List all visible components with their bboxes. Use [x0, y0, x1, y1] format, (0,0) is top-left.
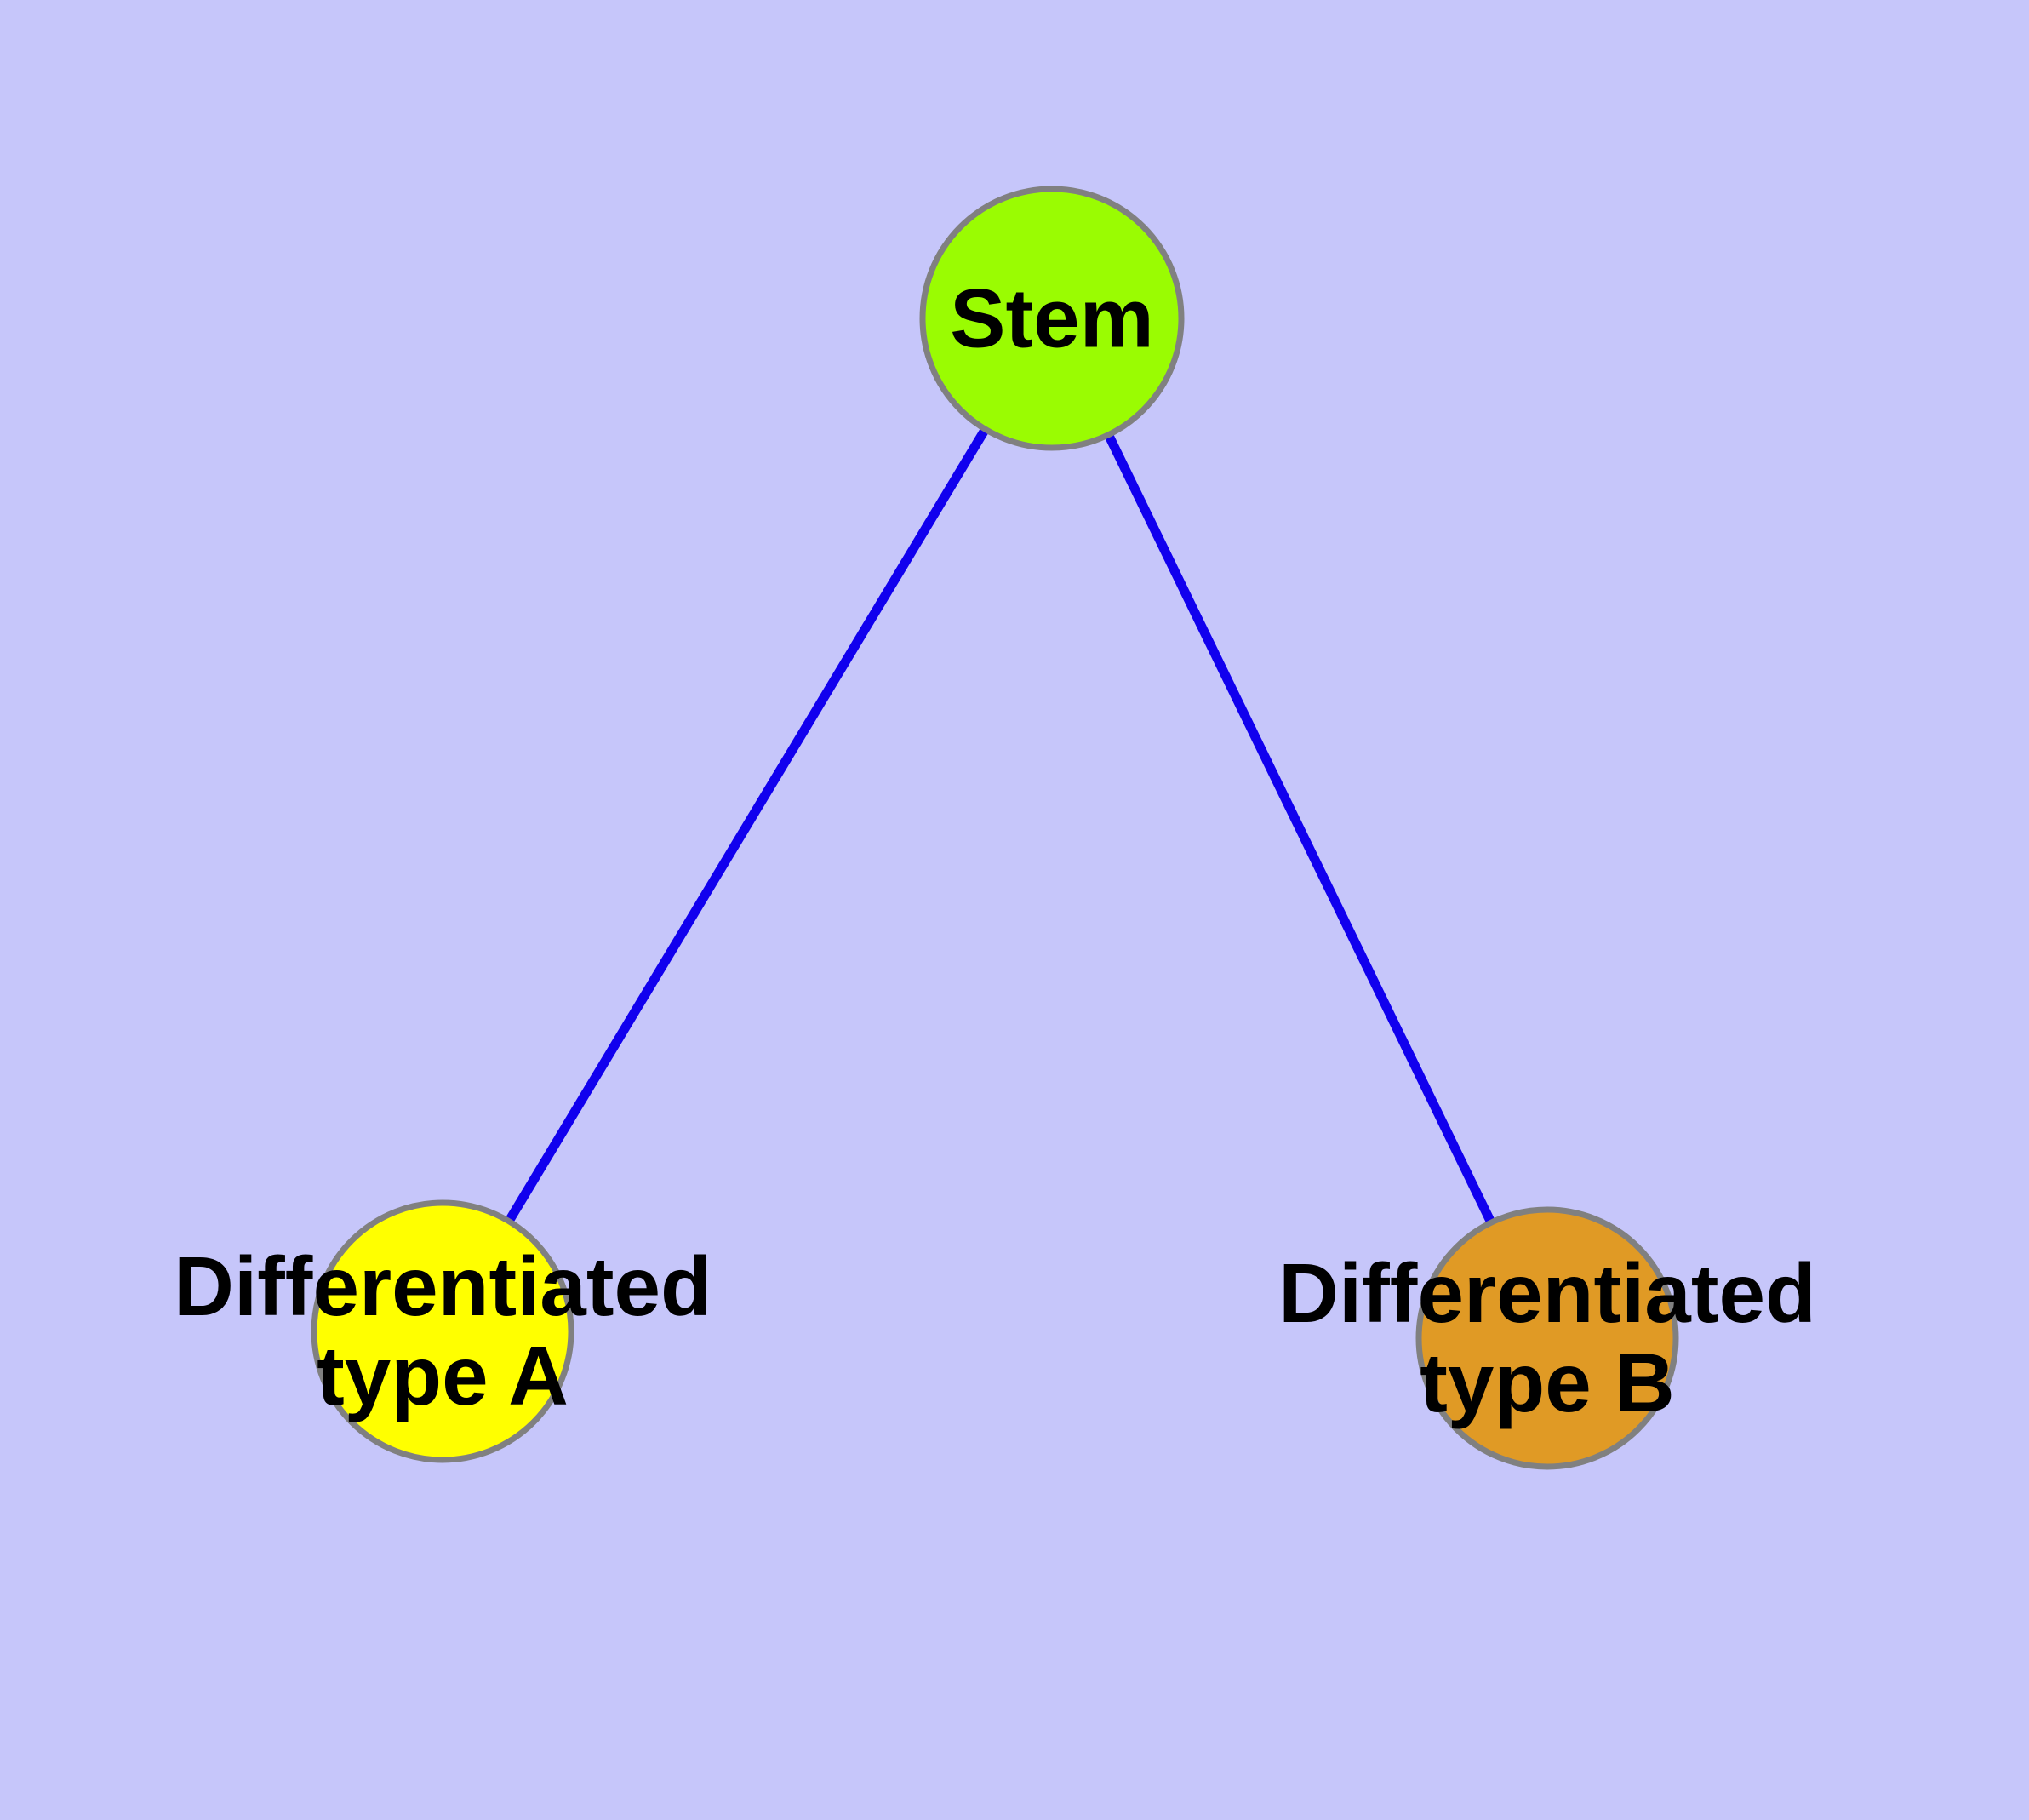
node-stem-circle[interactable] — [919, 186, 1185, 451]
edges-layer — [438, 316, 1552, 1341]
nodes-layer — [311, 186, 1679, 1470]
node-stem-label: Stem — [950, 271, 1154, 364]
node-differentiated-type-b-circle[interactable] — [1415, 1206, 1679, 1470]
edge-stem-to-differentiated-type-a[interactable] — [438, 316, 1056, 1334]
node-differentiated-type-a-circle[interactable] — [311, 1199, 574, 1463]
edge-stem-to-differentiated-type-b[interactable] — [1048, 316, 1552, 1341]
